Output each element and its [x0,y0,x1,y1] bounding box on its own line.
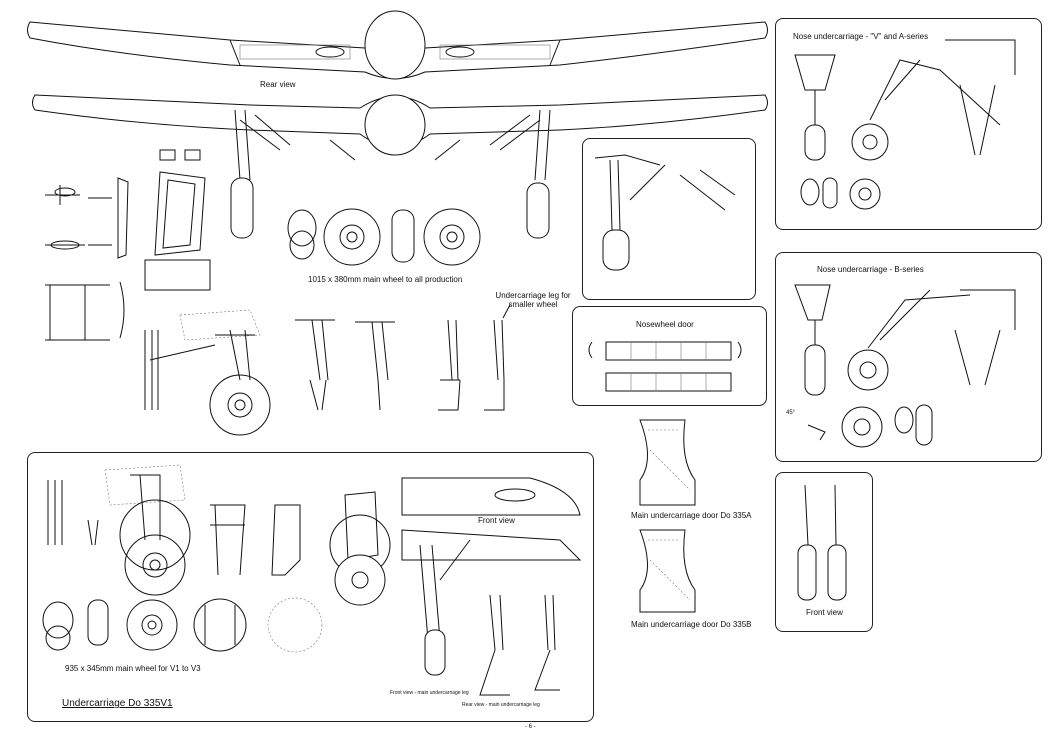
undercarriage-v1-panel [27,452,594,722]
nose-va-series-panel [775,18,1042,230]
front-view-right-drawing [797,484,847,601]
main-wheel-production-label: 1015 x 380mm main wheel to all productio… [308,275,463,284]
nose-b-title: Nose undercarriage - B-series [817,265,924,274]
front-view-right-panel [775,472,873,632]
front-view-right-label: Front view [806,608,843,617]
front-view-main-leg-label: Front view - main undercarriage leg [390,690,469,696]
front-view-fuselage-drawing [401,477,582,696]
leg-smaller-wheel-label: Undercarriage leg for smaller wheel [495,291,571,310]
main-wheels-production [287,208,481,266]
legs-row [295,319,505,411]
wing-top-view [27,10,768,80]
nose-b-drawing [794,284,1016,448]
door-335a-label: Main undercarriage door Do 335A [631,511,752,520]
rear-view-label: Rear view [260,80,296,89]
v1-drawing [42,464,391,653]
wing-rear-view [32,94,768,239]
nosewheel-door-drawing [588,341,742,392]
nose-va-title: Nose undercarriage - "V" and A-series [793,32,929,41]
section-title: Undercarriage Do 335V1 [62,698,173,709]
angle-45-label: 45° [786,410,796,416]
nosewheel-door-panel [572,306,767,406]
front-view-v1-label: Front view [478,516,515,525]
left-door-details [45,149,271,436]
main-wheel-v1-label: 935 x 345mm main wheel for V1 to V3 [65,664,201,673]
nose-leg-box-drawing [594,154,736,271]
page-number: - 6 - [525,724,536,730]
nose-leg-panel [582,138,756,300]
nose-va-drawing [794,39,1016,210]
main-doors-drawing [639,419,696,613]
nosewheel-door-title: Nosewheel door [636,320,694,329]
rear-view-main-leg-label: Rear view - main undercarriage leg [462,702,540,708]
nose-b-series-panel [775,252,1042,462]
door-335b-label: Main undercarriage door Do 335B [631,620,752,629]
